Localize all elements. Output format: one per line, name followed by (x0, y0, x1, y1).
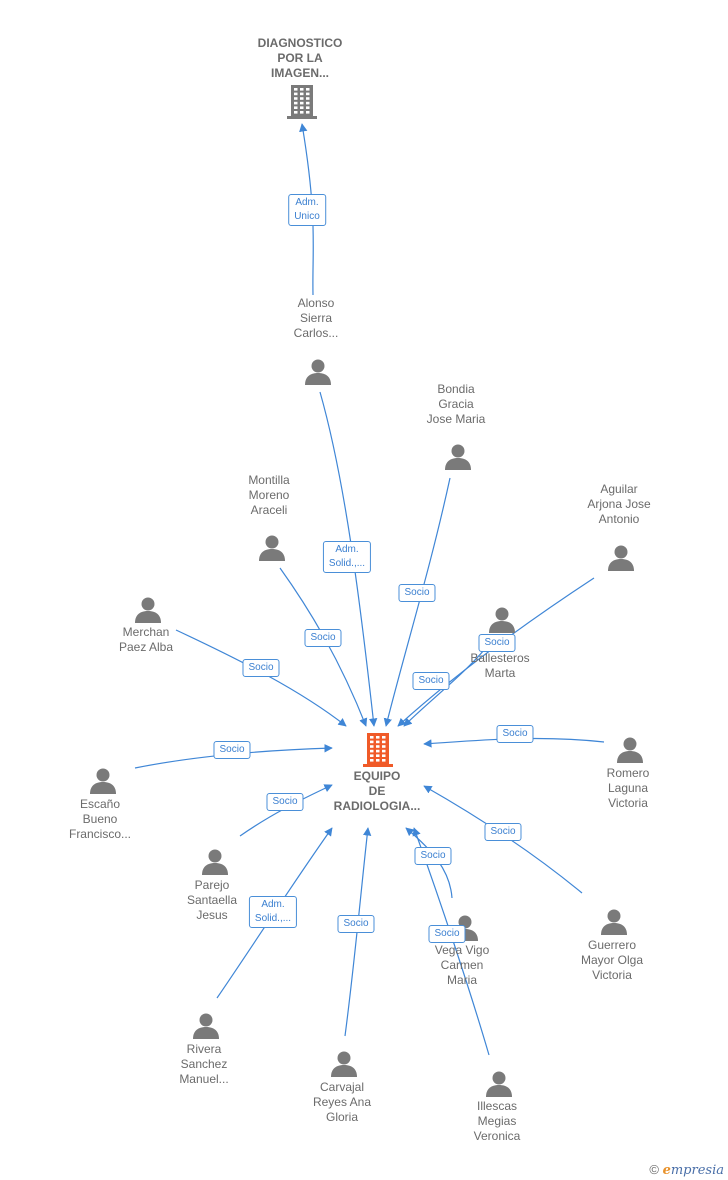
edge-alonso-diag (299, 123, 314, 296)
node-label-diag[interactable]: DIAGNOSTICO POR LA IMAGEN... (257, 36, 343, 80)
person-icon[interactable] (202, 849, 228, 876)
person-icon[interactable] (489, 607, 515, 634)
edge-label-carvajal-equipo[interactable]: Socio (337, 915, 375, 933)
edge-label-alonso-diag[interactable]: Adm. Unico (288, 194, 326, 226)
edge-label-escano-equipo[interactable]: Socio (213, 741, 251, 759)
person-icon[interactable] (331, 1051, 357, 1078)
node-label-vega[interactable]: Vega Vigo Carmen Maria (434, 943, 490, 987)
person-icon[interactable] (617, 737, 643, 764)
node-label-carvajal[interactable]: Carvajal Reyes Ana Gloria (312, 1080, 372, 1124)
icons-layer (90, 85, 643, 1097)
node-label-merchan[interactable]: Merchan Paez Alba (118, 625, 174, 654)
person-icon[interactable] (445, 444, 471, 471)
node-label-alonso[interactable]: Alonso Sierra Carlos... (293, 296, 339, 340)
node-label-ballesteros[interactable]: Ballesteros Marta (470, 651, 530, 680)
edge-label-vega-equipo[interactable]: Socio (414, 847, 452, 865)
node-label-aguilar[interactable]: Aguilar Arjona Jose Antonio (587, 482, 651, 526)
edge-label-merchan-equipo[interactable]: Socio (242, 659, 280, 677)
building-icon[interactable] (287, 85, 317, 119)
person-icon[interactable] (193, 1013, 219, 1040)
node-label-romero[interactable]: Romero Laguna Victoria (606, 766, 650, 810)
person-icon[interactable] (486, 1071, 512, 1098)
person-icon[interactable] (601, 909, 627, 936)
node-label-bondia[interactable]: Bondia Gracia Jose Maria (426, 382, 486, 426)
edge-label-ballesteros-equipo[interactable]: Socio (412, 672, 450, 690)
node-label-illescas[interactable]: Illescas Megias Veronica (473, 1099, 521, 1143)
brand-logo[interactable]: empresia (663, 1163, 724, 1178)
footer-brand: © empresia (649, 1162, 724, 1178)
person-icon[interactable] (90, 768, 116, 795)
edge-label-parejo-equipo[interactable]: Socio (266, 793, 304, 811)
node-label-montilla[interactable]: Montilla Moreno Araceli (248, 473, 290, 517)
edge-label-illescas-equipo[interactable]: Socio (428, 925, 466, 943)
edge-label-rivera-equipo[interactable]: Adm. Solid.,... (248, 896, 298, 928)
person-icon[interactable] (259, 535, 285, 562)
edge-montilla-equipo (279, 567, 368, 727)
copyright-symbol: © (649, 1162, 659, 1177)
person-icon[interactable] (135, 597, 161, 624)
node-label-escano[interactable]: Escaño Bueno Francisco... (68, 797, 131, 841)
edge-label-aguilar-equipo[interactable]: Socio (478, 634, 516, 652)
edge-label-romero-equipo[interactable]: Socio (496, 725, 534, 743)
node-label-rivera[interactable]: Rivera Sanchez Manuel... (179, 1042, 229, 1086)
brand-initial: e (662, 1163, 671, 1178)
node-label-equipo[interactable]: EQUIPO DE RADIOLOGIA... (333, 769, 421, 813)
building-icon[interactable] (363, 733, 393, 767)
edge-label-bondia-equipo[interactable]: Socio (398, 584, 436, 602)
person-icon[interactable] (608, 545, 634, 572)
edge-label-montilla-equipo[interactable]: Socio (304, 629, 342, 647)
node-label-guerrero[interactable]: Guerrero Mayor Olga Victoria (580, 938, 644, 982)
node-label-parejo[interactable]: Parejo Santaella Jesus (186, 878, 238, 922)
edge-label-alonso-equipo[interactable]: Adm. Solid.,... (322, 541, 372, 573)
edge-label-guerrero-equipo[interactable]: Socio (484, 823, 522, 841)
brand-name: mpresia (670, 1163, 724, 1178)
edge-bondia-equipo (383, 477, 451, 727)
person-icon[interactable] (305, 359, 331, 386)
